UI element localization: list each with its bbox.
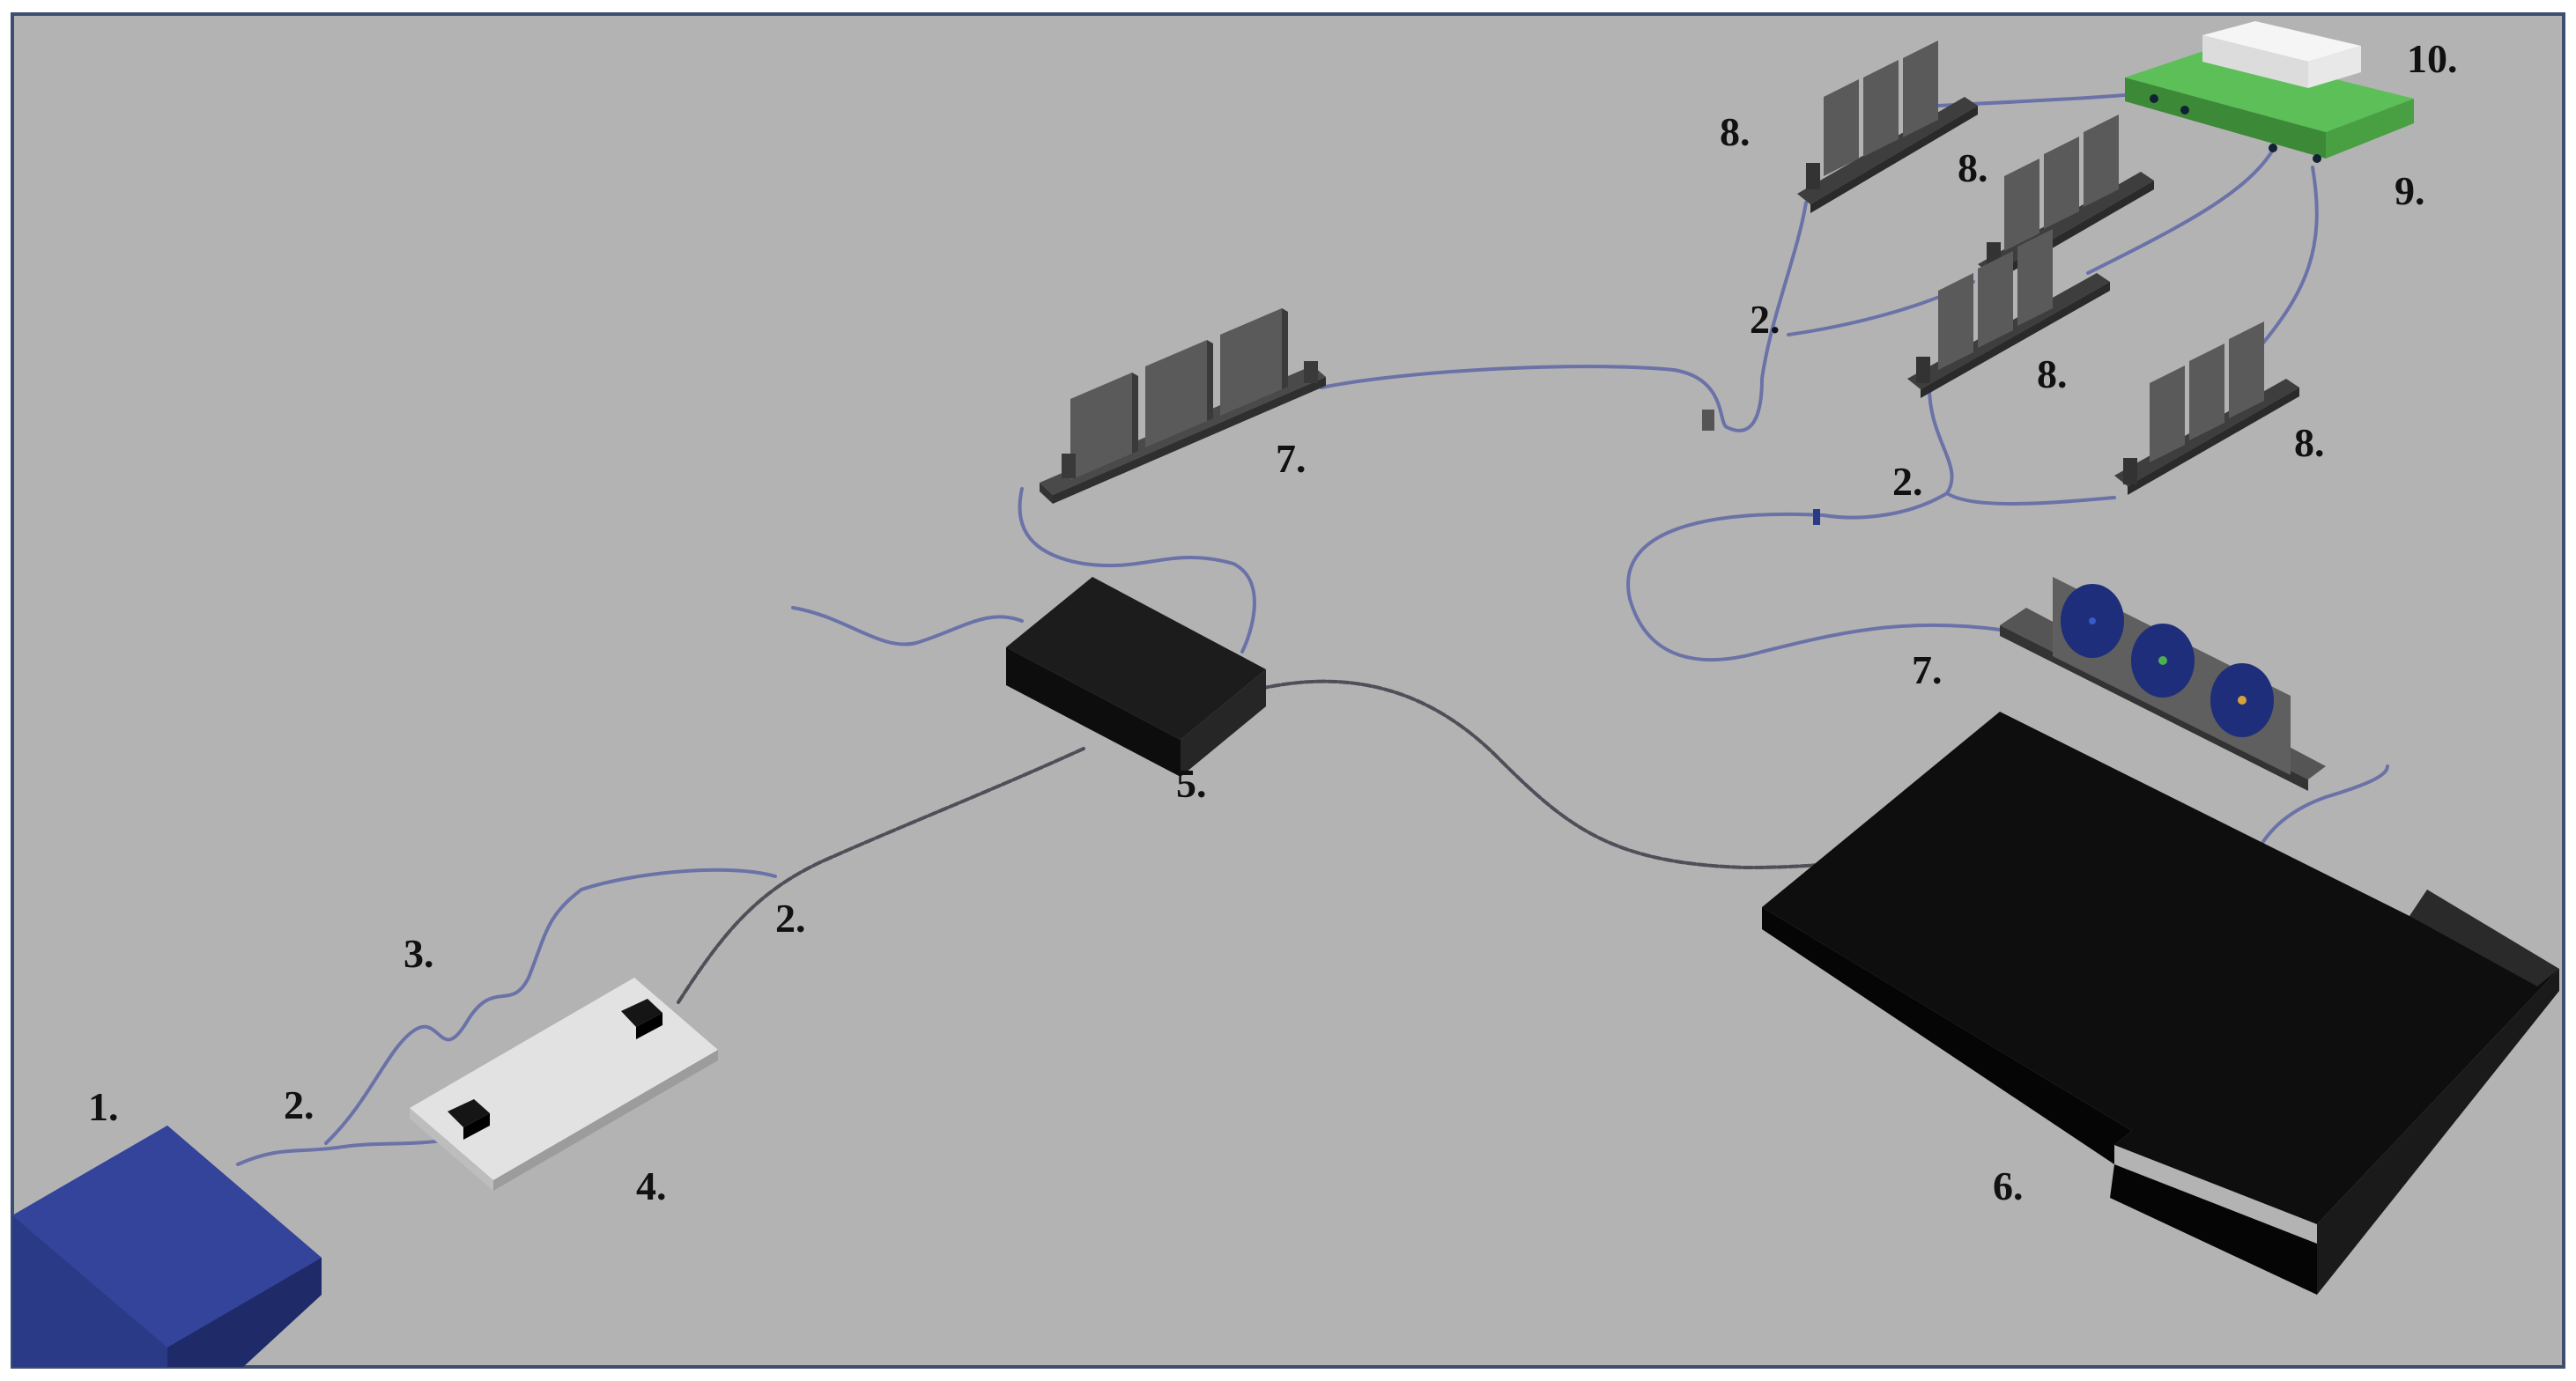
label-fiber-b: 2. <box>775 896 806 941</box>
fiber-rack-down <box>2086 148 2275 275</box>
black-platform <box>1762 712 2559 1295</box>
fiber-box-left-lead <box>791 606 1024 646</box>
label-fiber-a: 2. <box>284 1082 315 1127</box>
rack-3 <box>1907 229 2110 398</box>
fiber-source-to-board <box>236 1136 460 1166</box>
fiber-box-to-platform <box>1258 679 1869 870</box>
label-rack-2: 8. <box>1958 145 1988 190</box>
label-mount-left: 7. <box>1276 436 1307 481</box>
label-fiber-d: 2. <box>1892 459 1923 504</box>
label-coil: 3. <box>403 931 434 976</box>
white-board <box>410 978 718 1191</box>
label-source: 1. <box>88 1084 119 1129</box>
fiber-connector-to-rack <box>1725 201 1808 432</box>
source-box <box>12 1126 322 1367</box>
label-board: 4. <box>636 1163 667 1208</box>
rack-1 <box>1797 41 1978 213</box>
label-mount-right: 7. <box>1912 647 1943 692</box>
fiber-connector-small <box>1813 509 1820 525</box>
mount-left-panel-2 <box>1145 340 1207 447</box>
board-connector-left <box>448 1099 490 1127</box>
fiber-coil <box>324 868 777 1145</box>
mount-right <box>2000 577 2326 791</box>
mount-left <box>1040 308 1326 504</box>
fiber-connector <box>1702 410 1714 431</box>
label-platform: 6. <box>1993 1163 2024 1208</box>
label-rack-3: 8. <box>2037 351 2068 396</box>
frame-border <box>11 12 2565 1369</box>
label-fiber-c: 2. <box>1750 297 1780 342</box>
fiber-mount-to-connector <box>1320 365 1728 429</box>
board-connector-right <box>621 999 663 1027</box>
fiber-lower-loop <box>1626 491 2002 662</box>
fiber-board-to-box <box>677 747 1085 1004</box>
label-pcb: 9. <box>2395 168 2425 213</box>
mount-left-panel-1 <box>1070 373 1132 480</box>
mount-left-panel-3 <box>1220 308 1282 416</box>
pcb-board <box>2125 48 2414 163</box>
black-box <box>1006 577 1266 777</box>
label-black-box: 5. <box>1176 761 1207 806</box>
label-module: 10. <box>2407 36 2458 81</box>
label-rack-4: 8. <box>2294 420 2325 465</box>
label-rack-1: 8. <box>1720 109 1751 154</box>
fiber-pcb-to-rack-right <box>2254 166 2319 354</box>
fiber-box-to-mount-left <box>1018 487 1256 654</box>
rack-4 <box>2114 321 2299 495</box>
module-box <box>2202 21 2361 88</box>
